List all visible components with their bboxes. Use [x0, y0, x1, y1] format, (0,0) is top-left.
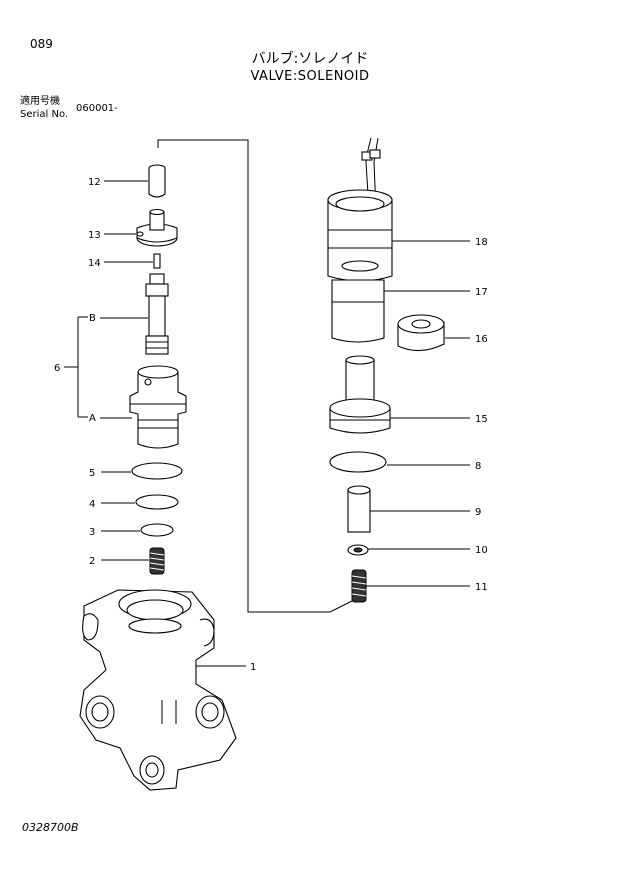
- callout-10: 10: [475, 545, 488, 556]
- part-15-core: [329, 355, 391, 434]
- callout-17: 17: [475, 287, 488, 298]
- callout-14: 14: [88, 258, 101, 269]
- callout-6: 6: [54, 363, 60, 374]
- part-6-body: [129, 365, 187, 449]
- callout-18: 18: [475, 237, 488, 248]
- callout-11: 11: [475, 582, 488, 593]
- part-1-valve-body: [79, 589, 237, 791]
- part-12-cap: [148, 164, 166, 198]
- part-8-o-ring: [329, 451, 387, 473]
- part-16-washer: [397, 314, 445, 352]
- part-13-flange: [136, 208, 178, 247]
- part-9-plunger: [347, 485, 371, 533]
- document-code: 0328700B: [22, 821, 79, 834]
- serial-label-japanese: 適用号機: [20, 96, 60, 107]
- serial-label-english: Serial No.: [20, 109, 69, 120]
- part-6-spool: [145, 273, 169, 355]
- part-4-o-ring: [135, 494, 179, 510]
- part-11-spring: [351, 569, 367, 603]
- part-3-o-ring: [140, 523, 174, 537]
- serial-value: 060001-: [76, 103, 118, 114]
- page-number: 089: [30, 37, 53, 51]
- part-17-sleeve: [331, 279, 385, 343]
- callout-9: 9: [475, 507, 481, 518]
- page-title-japanese: バルブ:ソレノイド: [251, 51, 369, 67]
- callout-3: 3: [89, 527, 95, 538]
- callout-4: 4: [89, 499, 95, 510]
- part-2-spring: [149, 547, 165, 575]
- part-18-coil: [327, 189, 393, 282]
- connector-line: [157, 139, 355, 613]
- callout-12: 12: [88, 177, 101, 188]
- part-14-pin: [153, 253, 161, 269]
- part-5-o-ring: [131, 462, 183, 480]
- callout-13: 13: [88, 230, 101, 241]
- callout-1: 1: [250, 662, 256, 673]
- callout-5: 5: [89, 468, 95, 479]
- callout-15: 15: [475, 414, 488, 425]
- lead-wires: [361, 137, 381, 211]
- callout-A: A: [89, 413, 96, 424]
- part-10-seal: [347, 544, 369, 556]
- leader-lines: [64, 180, 470, 667]
- callout-8: 8: [475, 461, 481, 472]
- callout-16: 16: [475, 334, 488, 345]
- page-title-english: VALVE:SOLENOID: [250, 69, 370, 84]
- callout-B: B: [89, 313, 96, 324]
- callout-2: 2: [89, 556, 95, 567]
